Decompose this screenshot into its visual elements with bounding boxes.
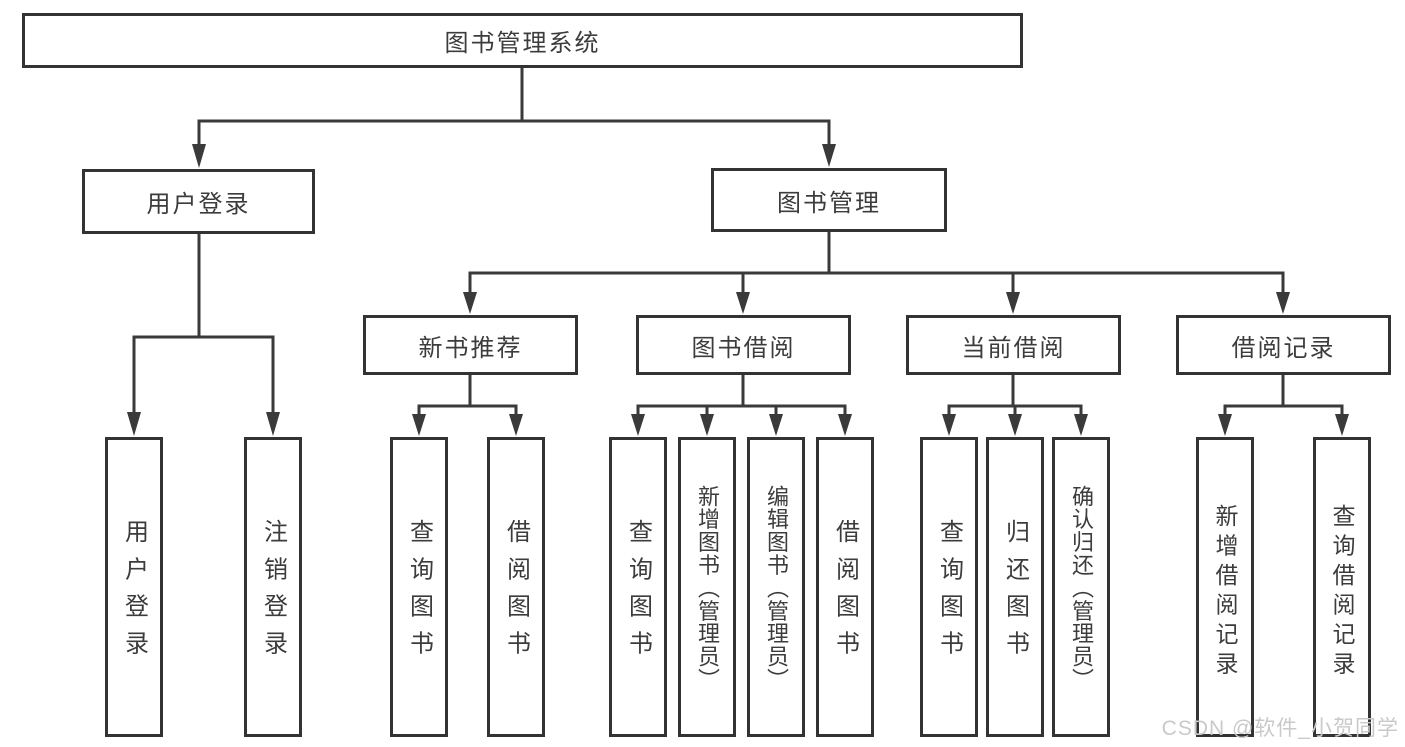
leaf-borrow-books-2-label: 借阅图书 (831, 518, 859, 668)
node-current-borrow: 当前借阅 (906, 315, 1121, 375)
arrowhead-current (1006, 292, 1020, 314)
leaf-edit-book-admin: 编辑图书（管理员） (747, 437, 805, 737)
leaf-query-books-2: 查询图书 (609, 437, 667, 737)
arrowhead-book-mgmt (822, 144, 836, 167)
arrowhead-login-leaf (127, 412, 141, 436)
arrowhead-records-leaf1 (1335, 414, 1349, 436)
csdn-watermark: CSDN @软件_小贺同学 (1161, 717, 1399, 740)
leaf-logout: 注销登录 (244, 437, 302, 737)
leaf-edit-book-admin-label: 编辑图书（管理员） (764, 485, 789, 692)
node-book-management: 图书管理 (711, 168, 947, 232)
leaf-user-login-label: 用户登录 (120, 518, 148, 668)
node-book-management-label: 图书管理 (777, 189, 881, 217)
leaf-borrow-books-1: 借阅图书 (487, 437, 545, 737)
node-root: 图书管理系统 (22, 13, 1023, 68)
node-user-login: 用户登录 (82, 169, 315, 234)
arrowhead-borrow-leaf2 (769, 414, 783, 436)
arrowhead-borrow-leaf0 (631, 414, 645, 436)
arrowhead-borrow-leaf3 (838, 414, 852, 436)
leaf-return-book-label: 归还图书 (1001, 518, 1029, 668)
leaf-query-borrow-record-label: 查询借阅记录 (1329, 504, 1355, 682)
node-current-borrow-label: 当前借阅 (961, 334, 1066, 362)
arrowhead-records-leaf0 (1218, 414, 1232, 436)
leaf-query-books-1: 查询图书 (390, 437, 448, 737)
leaf-add-book-admin: 新增图书（管理员） (678, 437, 736, 737)
leaf-query-borrow-record: 查询借阅记录 (1313, 437, 1371, 737)
arrowhead-current-leaf0 (942, 414, 956, 436)
leaf-add-borrow-record-label: 新增借阅记录 (1212, 504, 1238, 682)
node-book-borrow-label: 图书借阅 (691, 334, 796, 362)
leaf-logout-label: 注销登录 (259, 518, 287, 668)
leaf-borrow-books-1-label: 借阅图书 (502, 518, 530, 668)
arrowhead-current-leaf2 (1074, 414, 1088, 436)
leaf-return-book: 归还图书 (986, 437, 1044, 737)
leaf-add-book-admin-label: 新增图书（管理员） (695, 485, 720, 692)
arrowhead-user-login (192, 144, 206, 168)
leaf-query-books-1-label: 查询图书 (405, 518, 433, 668)
leaf-borrow-books-2: 借阅图书 (816, 437, 874, 737)
node-borrow-records-label: 借阅记录 (1231, 334, 1336, 362)
leaf-user-login: 用户登录 (105, 437, 163, 737)
node-new-book-recommend-label: 新书推荐 (418, 334, 523, 362)
arrowhead-logout-leaf (266, 412, 280, 436)
node-user-login-label: 用户登录 (146, 191, 251, 218)
arrowhead-current-leaf1 (1008, 414, 1022, 436)
arrowhead-newbook (463, 292, 477, 314)
node-root-label: 图书管理系统 (444, 30, 601, 57)
leaf-confirm-return-admin-label: 确认归还（管理员） (1069, 485, 1094, 692)
arrowhead-borrow-leaf1 (700, 414, 714, 436)
leaf-query-books-3: 查询图书 (920, 437, 978, 737)
leaf-confirm-return-admin: 确认归还（管理员） (1052, 437, 1110, 737)
arrowhead-records (1276, 292, 1290, 314)
node-book-borrow: 图书借阅 (636, 315, 851, 375)
leaf-query-books-3-label: 查询图书 (935, 518, 963, 668)
arrowhead-newbook-leaf1 (509, 414, 523, 436)
leaf-query-books-2-label: 查询图书 (624, 518, 652, 668)
leaf-add-borrow-record: 新增借阅记录 (1196, 437, 1254, 737)
arrowhead-borrow (736, 292, 750, 314)
node-new-book-recommend: 新书推荐 (363, 315, 578, 375)
arrowhead-newbook-leaf0 (412, 414, 426, 436)
node-borrow-records: 借阅记录 (1176, 315, 1391, 375)
